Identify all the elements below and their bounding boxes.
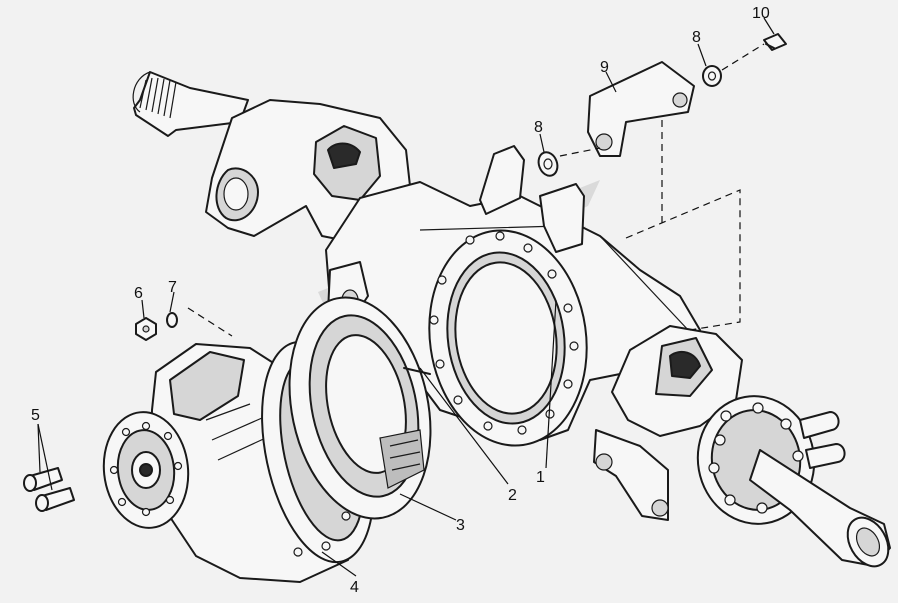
callout-8-lower: 8: [534, 119, 543, 136]
callout-2: 2: [508, 487, 517, 504]
callout-10: 10: [752, 5, 770, 22]
ring-gear: [288, 296, 432, 520]
callout-4: 4: [350, 579, 359, 596]
callout-labels: 1 2 3 4 5 6 7 8 8 9 10: [31, 5, 770, 596]
callout-7: 7: [168, 279, 177, 296]
nut-and-washer: [135, 312, 178, 341]
callout-6: 6: [134, 285, 143, 302]
callout-5: 5: [31, 407, 40, 424]
bolts: [23, 467, 75, 512]
stud: [403, 367, 431, 375]
callout-1: 1: [536, 469, 545, 486]
axle-housing: [132, 71, 891, 568]
upper-bracket-parts: [537, 33, 787, 177]
leader-lines: [37, 17, 775, 577]
callout-8-upper: 8: [692, 29, 701, 46]
callout-9: 9: [600, 59, 609, 76]
callout-3: 3: [456, 517, 465, 534]
assembly-lines: [187, 43, 765, 337]
